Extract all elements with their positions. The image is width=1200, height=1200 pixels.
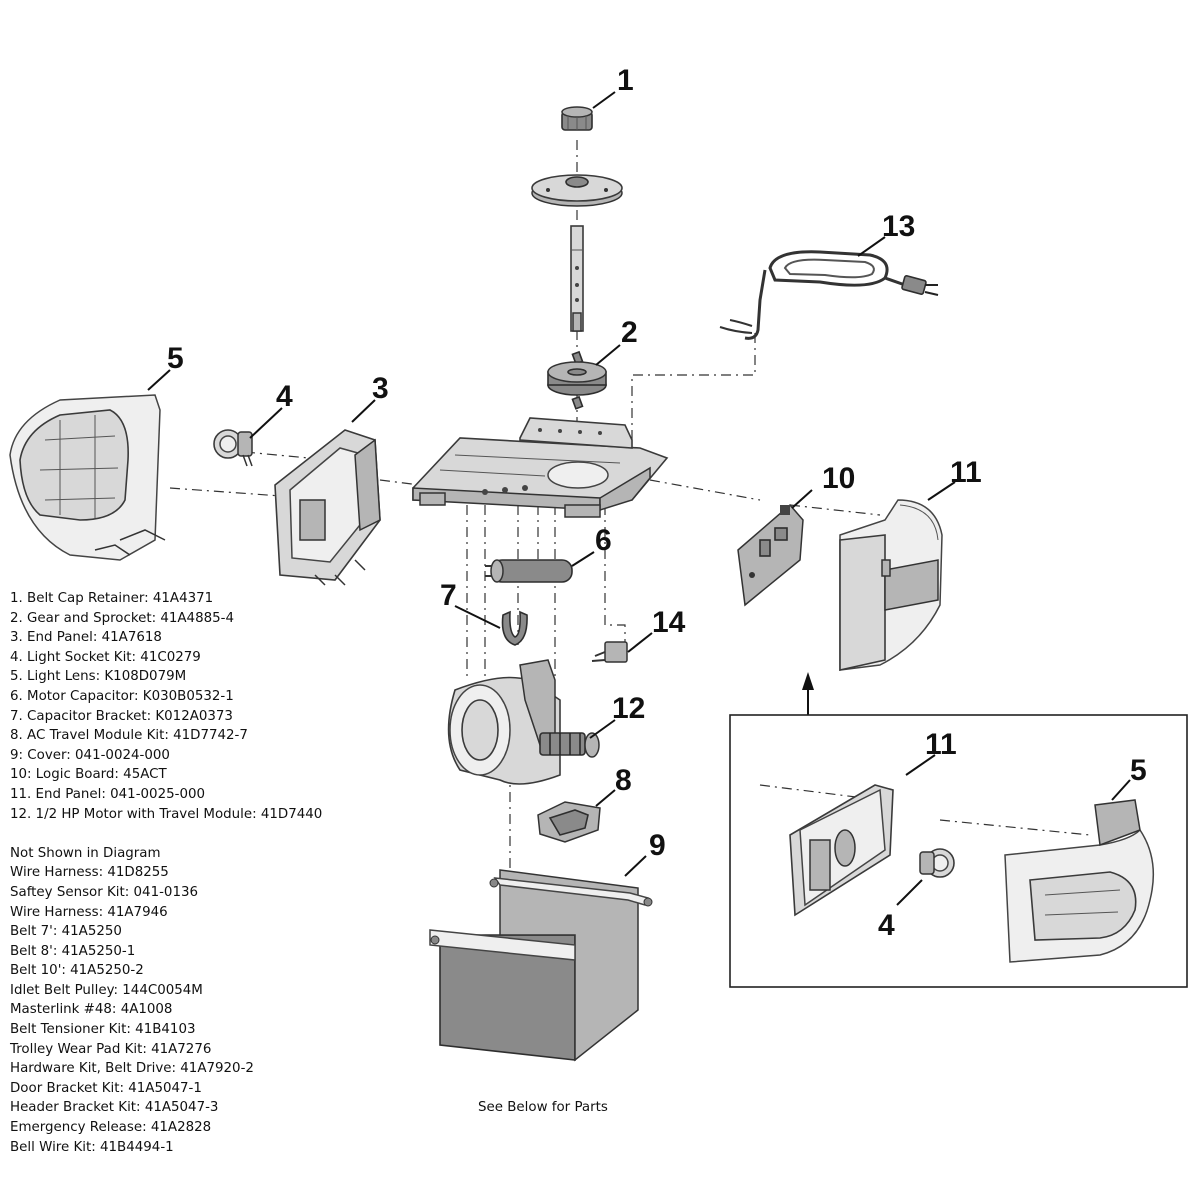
callout-2: 2 [621, 316, 638, 349]
parts-list: 1. Belt Cap Retainer: 41A4371 2. Gear an… [10, 589, 350, 1157]
parts-list-item: 10: Logic Board: 45ACT [10, 767, 167, 783]
not-shown-item: Bell Wire Kit: 41B4494-1 [10, 1139, 174, 1155]
not-shown-item: Belt Tensioner Kit: 41B4103 [10, 1022, 196, 1038]
not-shown-item: Belt 8': 41A5250-1 [10, 943, 136, 959]
callout-numbers: 1 2 13 5 4 3 6 7 14 10 11 12 8 9 11 5 4 [167, 64, 1147, 942]
inset-light-socket-part [919, 848, 955, 878]
parts-list-item: 8. AC Travel Module Kit: 41D7742-7 [10, 728, 248, 744]
callout-4: 4 [276, 380, 293, 413]
callout-leader-lines [147, 91, 1131, 906]
parts-list-item: 9: Cover: 041-0024-000 [10, 747, 170, 763]
logic-board-part [737, 503, 804, 607]
gear-and-sprocket-part [547, 350, 607, 410]
inset-callout-4: 4 [878, 909, 895, 942]
callout-8: 8 [615, 764, 632, 797]
inset-detail-box [729, 714, 1188, 988]
see-below-note: See Below for Parts [478, 1100, 608, 1115]
parts-list-item: 5. Light Lens: K108D079M [10, 669, 187, 685]
motor-part [447, 659, 600, 785]
light-lens-part [9, 394, 166, 561]
inset-end-panel-part [789, 784, 894, 917]
callout-3: 3 [372, 372, 389, 405]
parts-list-item: 6. Motor Capacitor: K030B0532-1 [10, 688, 234, 704]
power-cord-part [719, 250, 939, 340]
sprocket-plate-part [531, 174, 623, 207]
callout-10: 10 [822, 462, 855, 495]
parts-list-item: 2. Gear and Sprocket: 41A4885-4 [10, 610, 234, 626]
callout-1: 1 [617, 64, 634, 97]
right-end-panel-part [839, 499, 943, 671]
limit-switch-part [591, 641, 628, 663]
cover-part [429, 869, 653, 1062]
callout-12: 12 [612, 692, 645, 725]
not-shown-item: Belt 10': 41A5250-2 [10, 963, 144, 979]
callout-11: 11 [950, 456, 982, 489]
parts-list-item: 3. End Panel: 41A7618 [10, 630, 162, 646]
parts-list-item: 4. Light Socket Kit: 41C0279 [10, 649, 201, 665]
drive-shaft-part [570, 225, 584, 332]
callout-5: 5 [167, 342, 184, 375]
not-shown-item: Masterlink #48: 4A1008 [10, 1002, 173, 1018]
callout-6: 6 [595, 524, 612, 557]
parts-list-item: 1. Belt Cap Retainer: 41A4371 [10, 591, 214, 606]
not-shown-item: Door Bracket Kit: 41A5047-1 [10, 1080, 202, 1096]
not-shown-item: Idlet Belt Pulley: 144C0054M [10, 982, 203, 998]
end-panel-part [274, 429, 381, 586]
not-shown-item: Wire Harness: 41A7946 [10, 904, 168, 920]
not-shown-item: Wire Harness: 41D8255 [10, 865, 169, 881]
not-shown-item: Header Bracket Kit: 41A5047-3 [10, 1100, 219, 1116]
callout-7: 7 [440, 579, 457, 612]
callout-14: 14 [652, 606, 686, 639]
not-shown-item: Hardware Kit, Belt Drive: 41A7920-2 [10, 1061, 254, 1077]
list-spacer [10, 824, 350, 844]
motor-capacitor-part [485, 559, 573, 583]
light-socket-part [213, 429, 253, 467]
not-shown-heading: Not Shown in Diagram [10, 845, 161, 861]
parts-list-item: 7. Capacitor Bracket: K012A0373 [10, 708, 233, 724]
inset-callout-11: 11 [925, 728, 957, 761]
inset-light-lens-part [1004, 799, 1155, 963]
inset-arrow [802, 672, 814, 715]
callout-13: 13 [882, 210, 915, 243]
travel-module-part [537, 801, 601, 843]
callout-9: 9 [649, 829, 666, 862]
chassis-plate-part [412, 417, 669, 518]
not-shown-item: Belt 7': 41A5250 [10, 924, 122, 940]
not-shown-item: Trolley Wear Pad Kit: 41A7276 [10, 1041, 212, 1057]
belt-cap-retainer-part [561, 106, 593, 131]
not-shown-item: Saftey Sensor Kit: 041-0136 [10, 884, 198, 900]
parts-list-item: 12. 1/2 HP Motor with Travel Module: 41D… [10, 806, 323, 822]
parts-list-item: 11. End Panel: 041-0025-000 [10, 786, 206, 802]
capacitor-bracket-part [501, 610, 528, 646]
inset-callout-5: 5 [1130, 754, 1147, 787]
not-shown-item: Emergency Release: 41A2828 [10, 1120, 212, 1136]
